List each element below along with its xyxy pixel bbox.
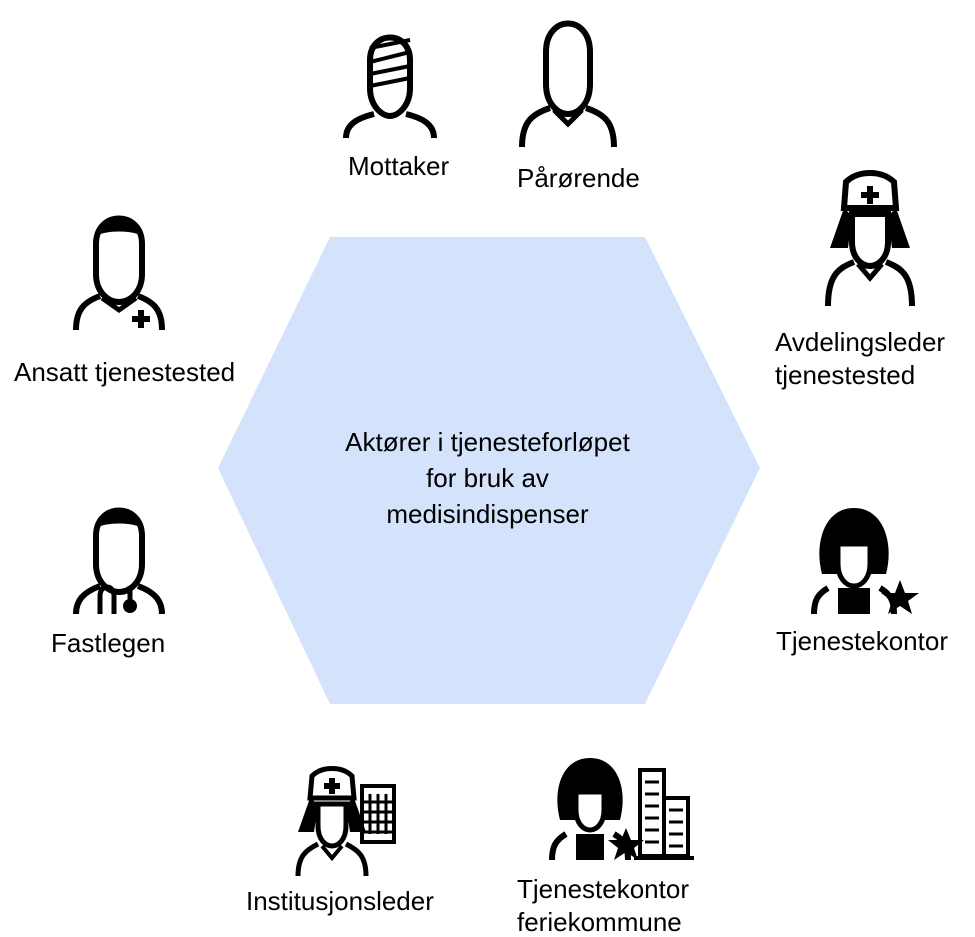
actor-label-tjenestekontor-ferie: Tjenestekontor feriekommune (517, 873, 689, 937)
actor-label-fastlegen: Fastlegen (51, 628, 166, 658)
actor-label-avdelingsleder-line-1: Avdelingsleder (775, 327, 946, 357)
actor-label-institusjonsleder: Institusjonsleder (246, 886, 434, 916)
center-line-1: Aktører i tjenesteforløpet (345, 427, 630, 457)
actor-label-avdelingsleder: Avdelingsleder tjenestested (775, 326, 945, 392)
center-line-3: medisindispenser (386, 499, 589, 529)
doctor-stethoscope-icon (72, 500, 167, 615)
person-icon (518, 12, 618, 148)
actor-label-parorende: Pårørende (517, 163, 640, 193)
bandaged-person-icon (340, 18, 440, 139)
actor-label-tjenestekontor-ferie-line-1: Tjenestekontor (517, 874, 689, 904)
office-worker-star-building-icon (548, 754, 698, 864)
nurse-building-icon (292, 764, 402, 879)
nurse-cap-icon (822, 168, 917, 308)
actor-label-avdelingsleder-line-2: tjenestested (775, 360, 916, 390)
office-worker-star-icon (808, 504, 923, 619)
health-worker-icon (72, 206, 167, 331)
actor-label-tjenestekontor-ferie-line-2: feriekommune (517, 907, 682, 937)
center-text: Aktører i tjenesteforløpet for bruk av m… (260, 424, 715, 532)
center-line-2: for bruk av (426, 463, 549, 493)
actor-label-tjenestekontor: Tjenestekontor (776, 626, 948, 656)
actor-label-mottaker: Mottaker (348, 151, 450, 181)
actor-label-ansatt: Ansatt tjenestested (14, 357, 236, 387)
